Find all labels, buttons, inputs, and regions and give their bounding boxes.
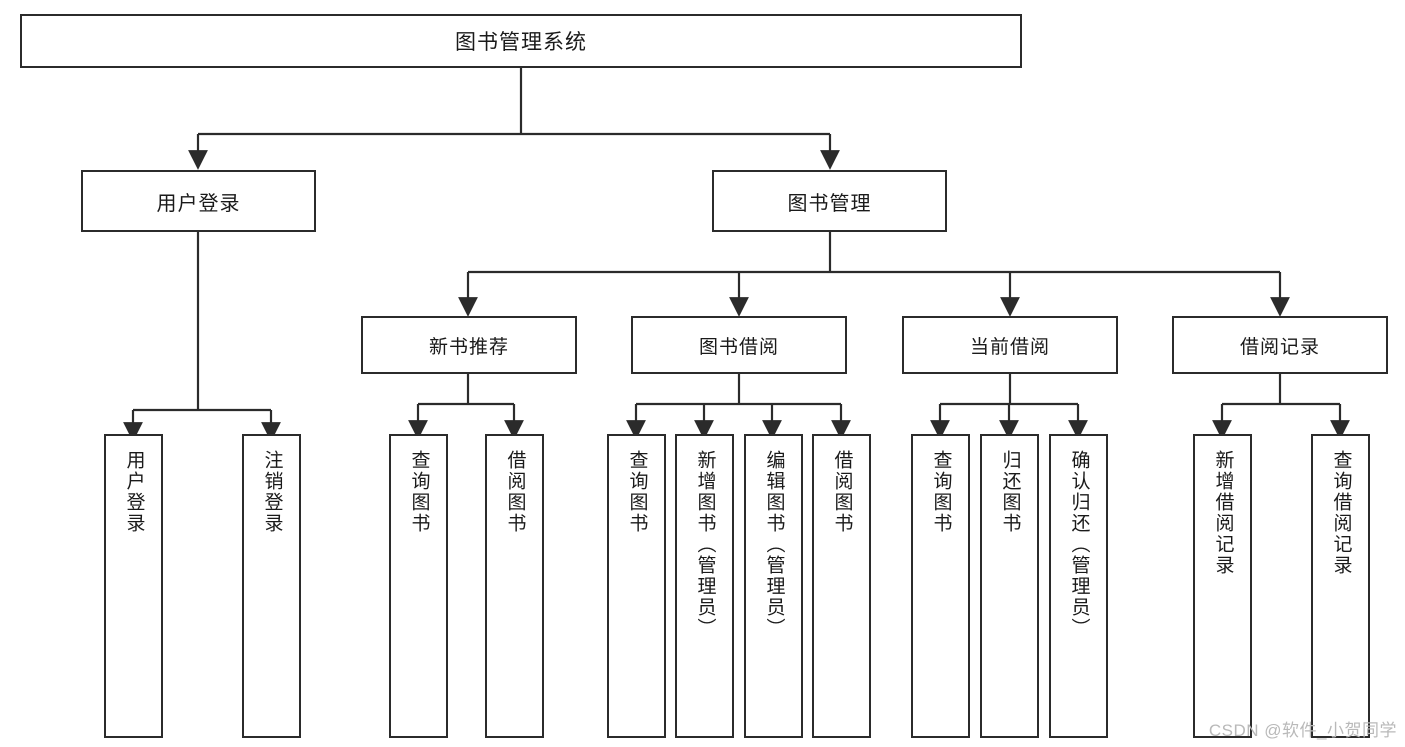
node-borrow-records[interactable]: 借阅记录 xyxy=(1172,316,1388,374)
node-label: 当前借阅 xyxy=(969,336,1050,358)
leaf-records-add-record[interactable]: 新增借阅记录 xyxy=(1193,434,1252,738)
node-label: 用户登录 xyxy=(156,192,241,215)
leaf-new-book-borrow[interactable]: 借阅图书 xyxy=(485,434,544,738)
node-label: 借阅图书 xyxy=(504,450,526,534)
node-label: 借阅记录 xyxy=(1239,336,1320,358)
node-current-borrow[interactable]: 当前借阅 xyxy=(902,316,1118,374)
node-label: 新增图书（管理员） xyxy=(694,450,716,639)
node-label: 注销登录 xyxy=(261,450,283,534)
node-label: 查询图书 xyxy=(408,450,430,534)
leaf-new-book-query[interactable]: 查询图书 xyxy=(389,434,448,738)
node-book-management[interactable]: 图书管理 xyxy=(712,170,947,232)
leaf-current-confirm-return-admin[interactable]: 确认归还（管理员） xyxy=(1049,434,1108,738)
node-book-borrow[interactable]: 图书借阅 xyxy=(631,316,847,374)
node-label: 用户登录 xyxy=(123,450,145,534)
leaf-borrow-edit-book-admin[interactable]: 编辑图书（管理员） xyxy=(744,434,803,738)
leaf-borrow-borrow-book[interactable]: 借阅图书 xyxy=(812,434,871,738)
leaf-current-query-book[interactable]: 查询图书 xyxy=(911,434,970,738)
node-new-book-recommend[interactable]: 新书推荐 xyxy=(361,316,577,374)
node-label: 图书管理 xyxy=(787,192,872,215)
node-label: 图书借阅 xyxy=(698,336,779,358)
node-user-login[interactable]: 用户登录 xyxy=(81,170,316,232)
node-label: 查询图书 xyxy=(626,450,648,534)
node-label: 新书推荐 xyxy=(428,336,509,358)
node-label: 查询图书 xyxy=(930,450,952,534)
leaf-borrow-add-book-admin[interactable]: 新增图书（管理员） xyxy=(675,434,734,738)
node-label: 归还图书 xyxy=(999,450,1021,534)
leaf-borrow-query-book[interactable]: 查询图书 xyxy=(607,434,666,738)
node-label: 借阅图书 xyxy=(831,450,853,534)
node-label: 新增借阅记录 xyxy=(1212,450,1234,576)
leaf-user-login-login[interactable]: 用户登录 xyxy=(104,434,163,738)
leaf-records-query-record[interactable]: 查询借阅记录 xyxy=(1311,434,1370,738)
node-label: 图书管理系统 xyxy=(455,31,587,54)
node-label: 确认归还（管理员） xyxy=(1068,450,1090,639)
node-label: 查询借阅记录 xyxy=(1330,450,1352,576)
node-root-system[interactable]: 图书管理系统 xyxy=(20,14,1022,68)
csdn-watermark: CSDN @软件_小贺同学 xyxy=(1208,721,1397,740)
leaf-current-return-book[interactable]: 归还图书 xyxy=(980,434,1039,738)
node-label: 编辑图书（管理员） xyxy=(763,450,785,639)
leaf-user-login-logout[interactable]: 注销登录 xyxy=(242,434,301,738)
